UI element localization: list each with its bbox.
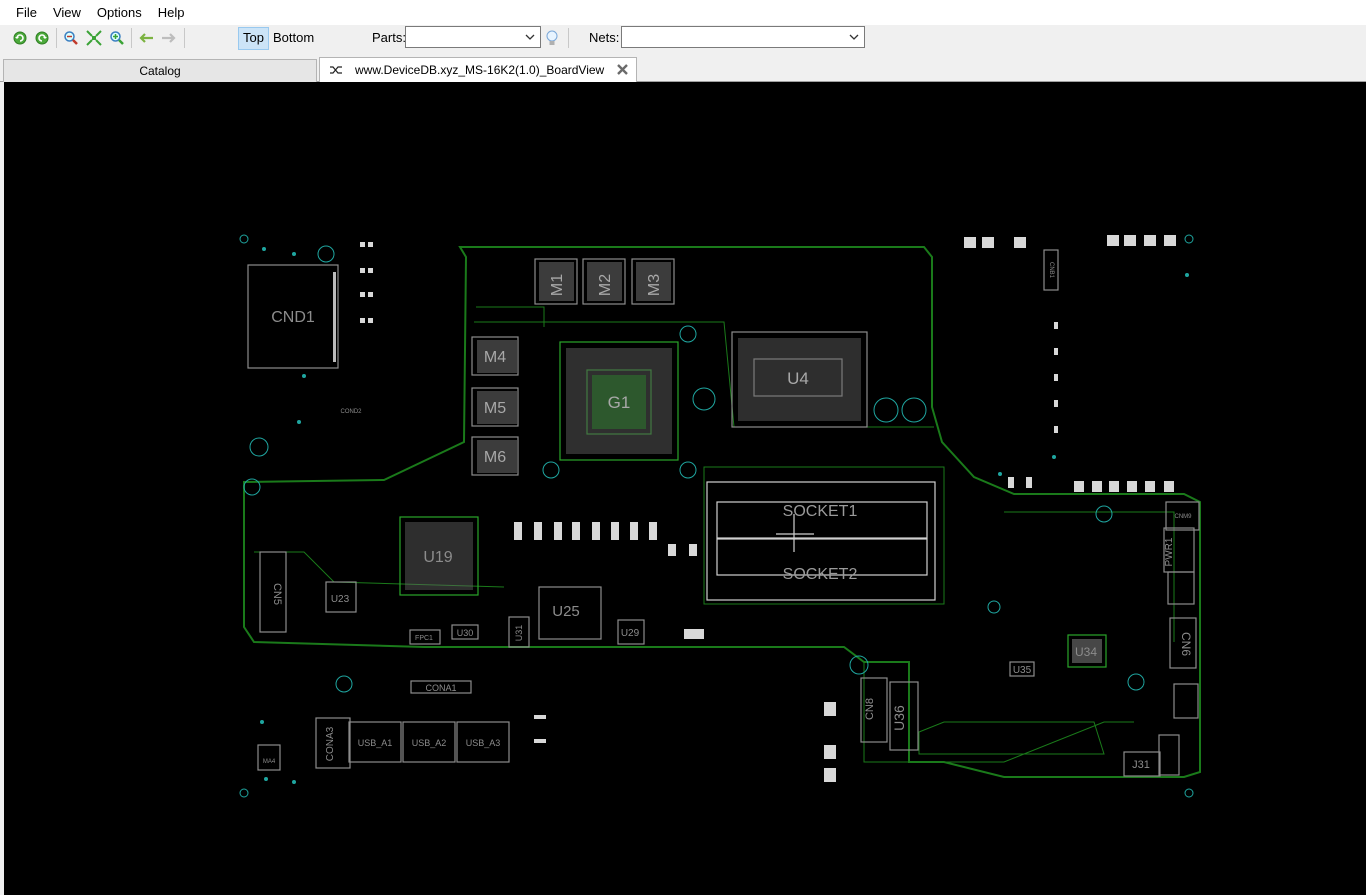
toolbar-separator [568,28,569,48]
label-m1: M1 [549,274,566,296]
toolbar: Top Bottom Parts: Nets: [0,25,1366,51]
label-cn5: CN5 [271,583,283,605]
label-cn6: CN6 [1179,632,1193,656]
layer-top-button[interactable]: Top [238,27,269,50]
label-cona3: CONA3 [325,726,336,761]
label-cn8: CN8 [864,698,876,720]
shuffle-icon [330,66,342,74]
label-m3: M3 [646,274,663,296]
nets-combo[interactable] [621,26,865,48]
label-pwr1: PWR1 [1164,537,1175,566]
label-m2: M2 [597,274,614,296]
layer-bottom-button[interactable]: Bottom [273,30,315,45]
label-u23: U23 [331,594,350,605]
cnd1-outline [247,264,339,369]
label-usb-a2: USB_A2 [412,738,447,748]
rotate-left-icon[interactable] [11,29,29,47]
toolbar-separator [131,28,132,48]
label-cnd1: CND1 [271,309,315,326]
parts-combo[interactable] [405,26,541,48]
tab-boardview-label: www.DeviceDB.xyz_MS-16K2(1.0)_BoardView [355,63,605,77]
tab-boardview[interactable]: www.DeviceDB.xyz_MS-16K2(1.0)_BoardView [319,57,637,82]
label-cnb1: CNB1 [1048,262,1054,279]
label-u29: U29 [621,628,640,639]
menu-bar: File View Options Help [0,0,1366,25]
toolbar-separator [184,28,185,48]
label-socket1: SOCKET1 [783,503,858,520]
label-usb-a1: USB_A1 [358,738,393,748]
menu-help[interactable]: Help [157,5,185,20]
toolbar-separator [56,28,57,48]
label-socket2: SOCKET2 [783,566,858,583]
close-icon[interactable] [616,63,629,76]
label-u35: U35 [1013,665,1032,676]
lightbulb-icon[interactable] [543,29,561,47]
label-cona1: CONA1 [425,683,456,693]
board-canvas[interactable]: CND1 M1 M2 M3 M4 M5 M6 G1 U4 SOCKET1 SOC… [4,82,1366,895]
tab-catalog-label: Catalog [139,64,181,78]
part-labels: CND1 M1 M2 M3 M4 M5 M6 G1 U4 SOCKET1 SOC… [263,262,1193,771]
rotate-right-icon[interactable] [33,29,51,47]
tab-catalog[interactable]: Catalog [3,59,317,82]
board-traces [254,306,1175,763]
label-fpc1: FPC1 [415,635,433,642]
label-cnm9: CNM9 [1174,514,1192,520]
label-u4: U4 [787,369,809,388]
silk-outlines [247,249,1200,777]
zoom-in-icon[interactable] [108,29,126,47]
mounting-holes [239,234,1194,798]
tab-strip: Catalog www.DeviceDB.xyz_MS-16K2(1.0)_Bo… [0,51,1366,82]
label-u25: U25 [552,603,580,620]
menu-file[interactable]: File [16,5,37,20]
board-drawing[interactable]: CND1 M1 M2 M3 M4 M5 M6 G1 U4 SOCKET1 SOC… [4,82,1366,895]
zoom-out-icon[interactable] [62,29,80,47]
label-usb-a3: USB_A3 [466,738,501,748]
label-m6: M6 [484,449,506,466]
bga-grid [333,262,1102,663]
back-arrow-icon[interactable] [137,29,155,47]
chevron-down-icon [849,34,859,40]
parts-label: Parts: [372,30,406,45]
label-cnd2: COND2 [340,409,362,415]
menu-options[interactable]: Options [96,5,142,20]
fit-board-icon[interactable] [85,29,103,47]
label-m5: M5 [484,400,506,417]
label-ma4: MA4 [263,759,276,765]
label-u31: U31 [514,625,524,642]
label-g1: G1 [608,393,631,412]
label-u36: U36 [891,705,907,731]
component-pads [360,235,1176,782]
nets-label: Nets: [589,30,620,45]
forward-arrow-icon[interactable] [160,29,178,47]
chevron-down-icon [525,34,535,40]
label-j31: J31 [1132,759,1150,771]
label-m4: M4 [484,349,506,366]
label-u34: U34 [1075,645,1097,659]
menu-view[interactable]: View [52,5,81,20]
label-u30: U30 [457,628,474,638]
label-u19: U19 [423,549,452,566]
